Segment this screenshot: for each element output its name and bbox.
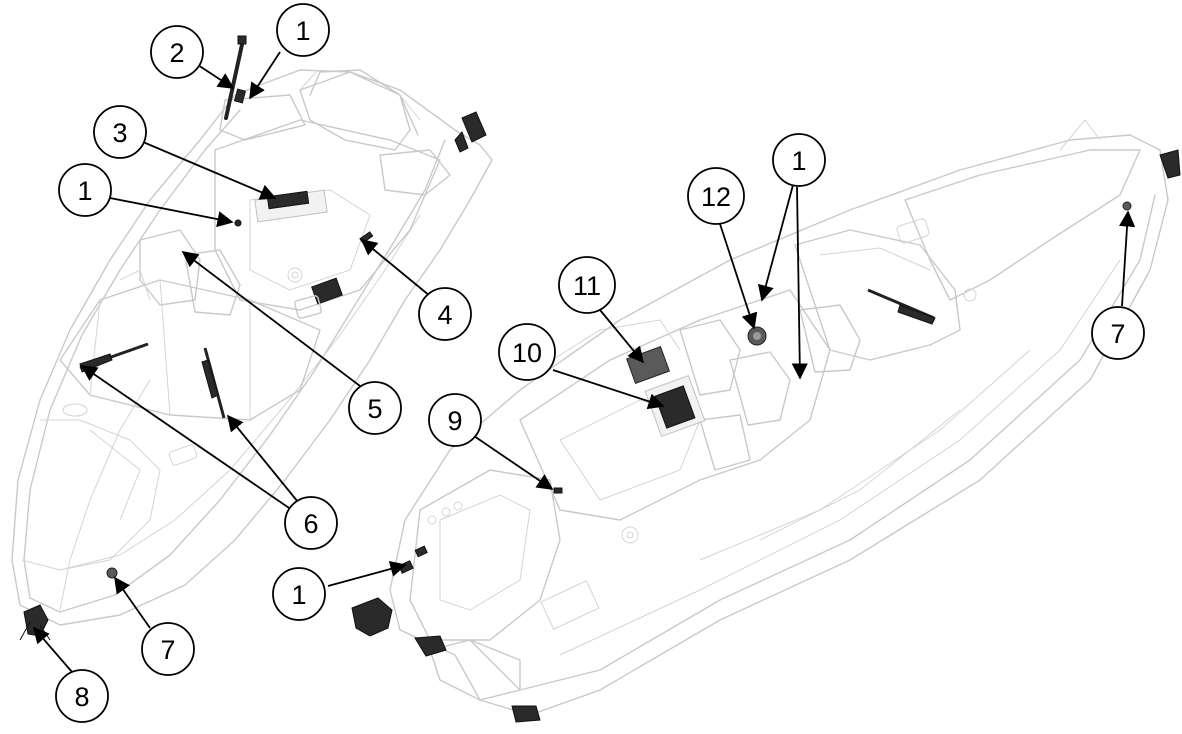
leader-callout-6a: [80, 365, 293, 511]
callout-6: 6: [284, 496, 338, 550]
callout-11: 11: [558, 256, 616, 314]
callout-1-top-label: 1: [295, 16, 310, 46]
callouts: 1 2 3 1 4 5 6 7: [55, 3, 1145, 723]
leader-callout-4: [360, 238, 431, 297]
callout-10-label: 10: [512, 338, 542, 368]
callout-3: 3: [93, 105, 147, 159]
callout-7-left: 7: [141, 622, 195, 676]
callout-2: 2: [150, 25, 204, 79]
callout-10: 10: [498, 323, 556, 381]
leader-callout-11: [599, 309, 645, 364]
callout-1-bottom-label: 1: [291, 580, 306, 610]
callout-11-label: 11: [573, 271, 601, 301]
callout-1-right-top-label: 1: [791, 146, 806, 176]
callout-8-label: 8: [74, 682, 89, 712]
callout-4-label: 4: [437, 300, 452, 330]
callout-4: 4: [418, 287, 472, 341]
callout-7-right: 7: [1091, 306, 1145, 360]
callout-5-label: 5: [367, 394, 382, 424]
leader-callout-5: [181, 251, 361, 387]
callout-7-right-label: 7: [1110, 319, 1125, 349]
callout-6-label: 6: [303, 509, 318, 539]
callout-7-left-label: 7: [160, 635, 175, 665]
leader-callout-8: [32, 626, 73, 673]
leader-callout-10: [552, 369, 665, 410]
callout-8: 8: [55, 669, 109, 723]
leader-callout-12: [719, 223, 758, 330]
callout-1-bottom: 1: [272, 567, 326, 621]
leader-callout-2: [197, 64, 235, 89]
leader-callout-1-top: [249, 51, 281, 100]
leader-callout-1-left: [109, 197, 234, 228]
callout-9-label: 9: [447, 406, 462, 436]
callout-5: 5: [348, 381, 402, 435]
callout-12-label: 12: [701, 182, 731, 212]
leader-callout-9: [473, 435, 554, 490]
leader-callout-1-right-a: [757, 184, 794, 302]
callout-1-right-top: 1: [772, 133, 826, 187]
leader-callout-7-right: [1118, 210, 1136, 307]
callout-9: 9: [428, 393, 482, 447]
leader-callout-1-right-b: [791, 186, 808, 380]
callout-1-left: 1: [58, 163, 112, 217]
leader-callout-1-bottom: [327, 561, 407, 587]
leader-callout-6b: [226, 414, 299, 503]
leader-lines: [32, 51, 1136, 673]
callout-3-label: 3: [112, 118, 127, 148]
callout-1-left-label: 1: [77, 176, 92, 206]
leader-callout-3: [142, 141, 277, 200]
leader-callout-7-left: [114, 576, 151, 629]
right-boat-illustration: [351, 119, 1181, 723]
left-boat-illustration: [11, 35, 493, 641]
callout-1-top: 1: [276, 3, 330, 57]
callout-2-label: 2: [169, 38, 184, 68]
callout-12: 12: [687, 167, 745, 225]
